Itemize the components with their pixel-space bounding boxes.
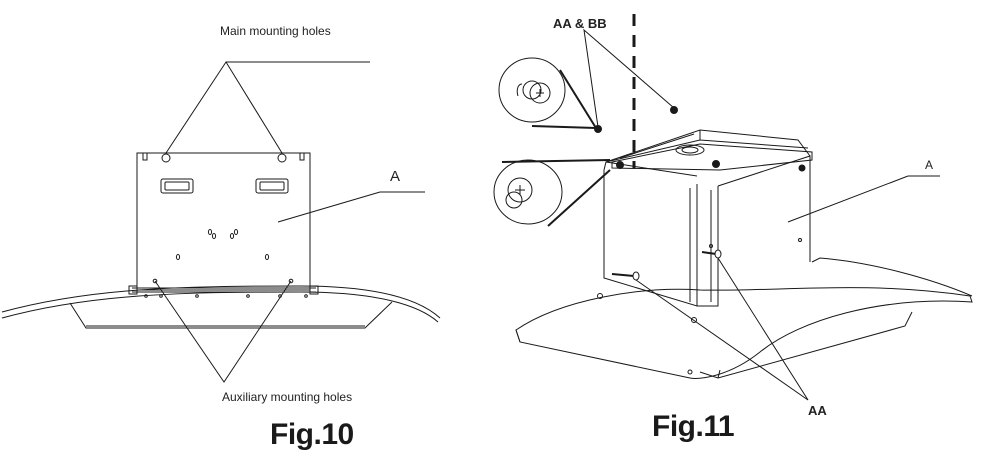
fig11-label-aa: AA bbox=[808, 403, 827, 418]
fig10-caption: Fig.10 bbox=[270, 418, 354, 451]
fig11-screw-right bbox=[701, 249, 722, 259]
fig11-leader-a bbox=[787, 175, 909, 223]
fig10-aux-hole-right bbox=[288, 278, 294, 284]
fig11-label-part-a: A bbox=[925, 158, 934, 172]
fig11-chimney bbox=[603, 170, 698, 307]
fig10-hood-body bbox=[69, 301, 393, 329]
fig11-caption: Fig.11 bbox=[652, 410, 735, 443]
fig11-glass-panel bbox=[515, 287, 973, 379]
fig11-detail-circle-bottom bbox=[493, 159, 611, 227]
fig10-aux-hole-left bbox=[152, 278, 158, 284]
fig10-label-part-a: A bbox=[390, 168, 401, 185]
fig11-detail-circle-top bbox=[498, 57, 602, 133]
fig10-glass-top bbox=[1, 285, 441, 319]
fig11-screw-top bbox=[670, 106, 678, 114]
fig10-label-aux-holes: Auxiliary mounting holes bbox=[222, 390, 353, 404]
fig10-label-main-holes: Main mounting holes bbox=[220, 24, 331, 38]
fig11-label-aa-bb: AA & BB bbox=[553, 16, 607, 31]
fig11-screw-left bbox=[611, 271, 640, 281]
fig10-main-hole-right bbox=[277, 153, 287, 163]
fig10-main-hole-left bbox=[161, 153, 171, 163]
fig11-leader-aabb bbox=[583, 28, 675, 128]
fig10-leader-a bbox=[277, 191, 381, 223]
fig10-leader-aux bbox=[154, 280, 292, 383]
fig10-bracket-plate bbox=[136, 152, 311, 291]
fig11-leader-aa bbox=[635, 257, 809, 401]
